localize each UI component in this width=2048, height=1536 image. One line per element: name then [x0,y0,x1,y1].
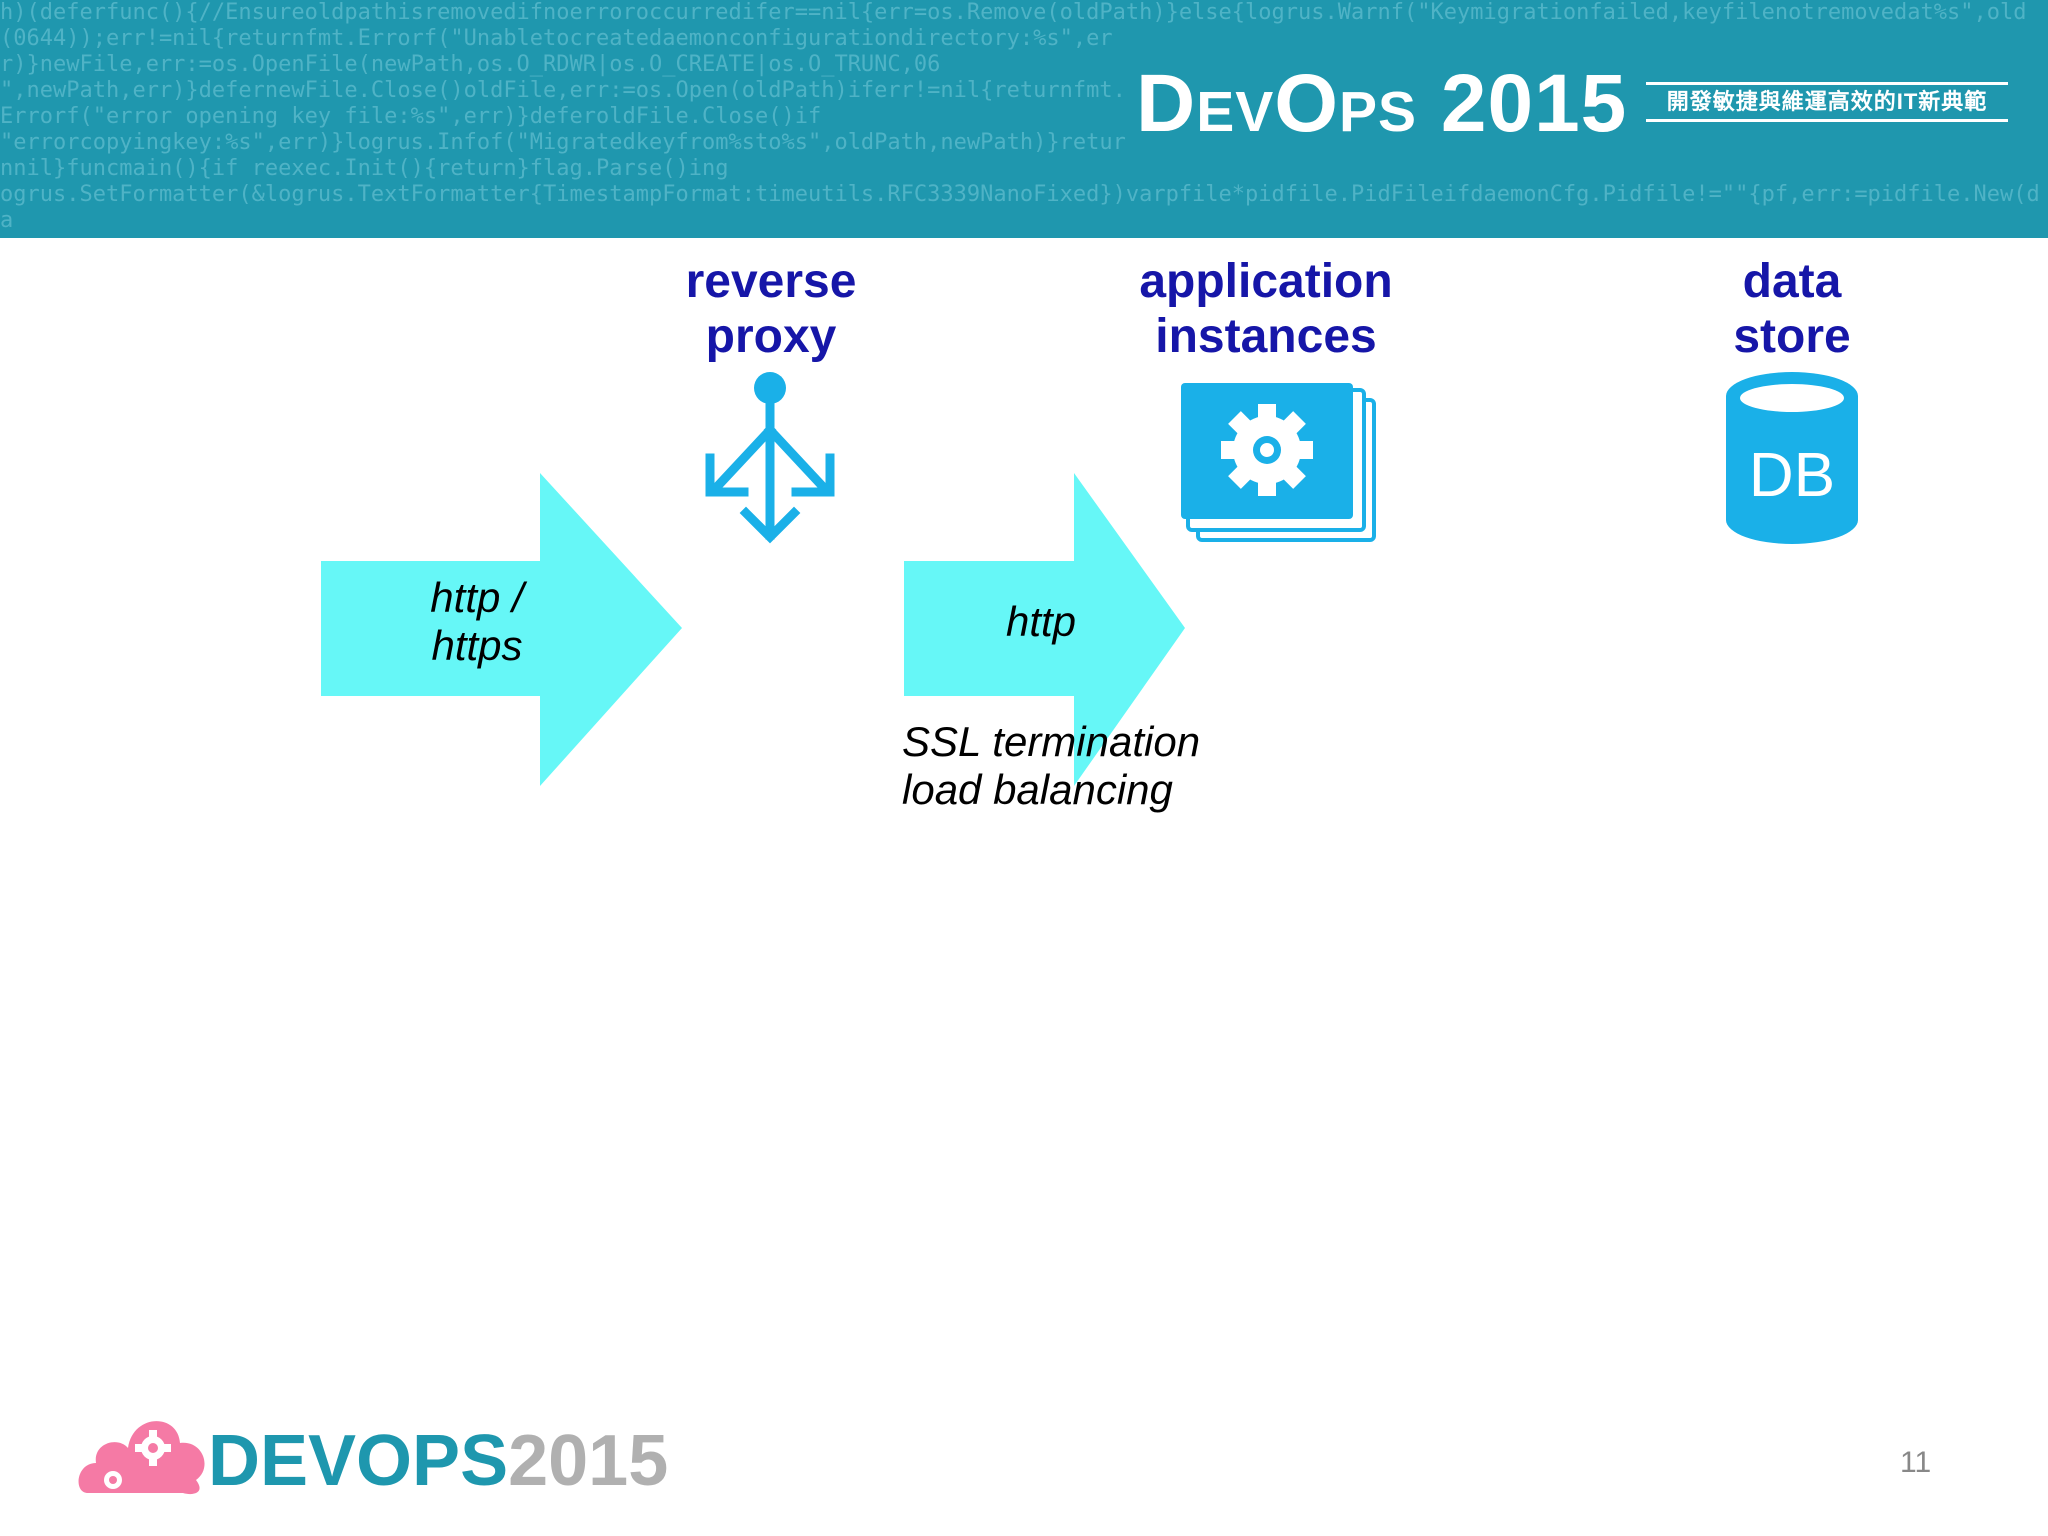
background-code-line: h)(deferfunc(){//Ensureoldpathisremovedi… [0,0,2027,25]
label-line: proxy [705,310,837,363]
reverse-proxy-label: reverse proxy [686,254,857,364]
arrow-client-to-proxy [321,473,682,786]
background-code-line: ",newPath,err)}defernewFile.Close()oldFi… [0,78,1126,129]
label-line: application [1139,255,1393,308]
reverse-proxy-icon [705,372,835,544]
background-code-line: ogrus.SetFormatter(&logrus.TextFormatter… [0,182,2040,233]
note-line: load balancing [902,766,1173,813]
background-code-line: "errorcopyingkey:%s",err)}logrus.Infof("… [0,130,1126,181]
data-store-label: data store [1733,254,1850,364]
arrow2-label: http [1005,598,1077,645]
app-instances-icon [1181,383,1376,542]
logo-year: 2015 [508,1421,669,1501]
gear-icon [1221,404,1313,496]
arrow1-label: http / https [430,574,523,670]
devops-cloud-logo-icon [78,1421,205,1495]
header-banner: h)(deferfunc(){//Ensureoldpathisremovedi… [0,0,2048,238]
label-line: http / [430,574,524,621]
label-line: https [431,622,523,669]
db-icon-text: DB [1749,441,1835,510]
note-line: SSL termination [902,718,1201,765]
arrow-proxy-to-app [904,473,1185,786]
brand-tagline: 開發敏捷與維運高效的IT新典範 [1646,82,2008,122]
brand-block: DevOps 2015 開發敏捷與維運高效的IT新典範 [1128,52,2048,156]
background-code-line: (0644));err!=nil{returnfmt.Errorf("Unabl… [0,26,1113,77]
app-instances-label: application instances [1139,254,1392,364]
proxy-notes: SSL termination load balancing [902,718,1200,814]
brand-title: DevOps 2015 [1136,58,1628,149]
page-number: 11 [1900,1446,1932,1479]
label-line: data [1742,255,1842,308]
label-line: store [1733,310,1851,363]
database-icon: DB [1726,372,1858,544]
logo-devops: DEVOPS [208,1421,509,1501]
label-line: instances [1155,310,1377,363]
footer-logo-text: DEVOPS2015 [208,1420,668,1502]
label-line: reverse [685,255,857,308]
